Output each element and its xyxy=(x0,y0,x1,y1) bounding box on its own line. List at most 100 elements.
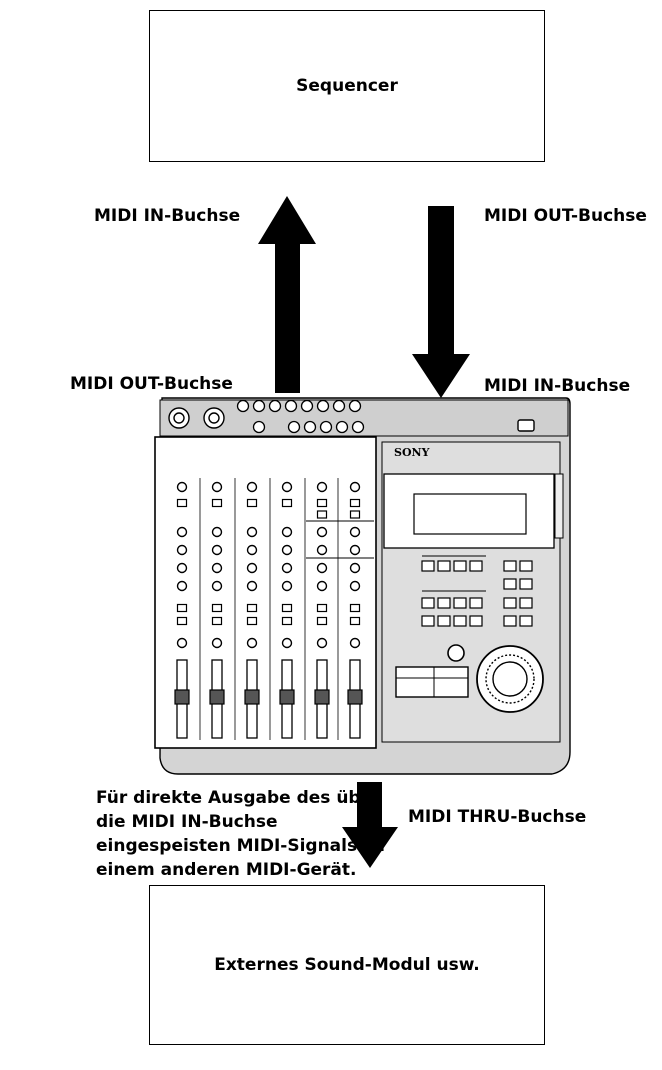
channel-knob xyxy=(349,544,361,556)
fader-cap xyxy=(174,689,190,705)
top-jack xyxy=(303,420,317,434)
panel-key xyxy=(519,615,533,627)
panel-key xyxy=(503,578,517,590)
channel-knob xyxy=(281,580,293,592)
channel-key xyxy=(211,498,223,508)
channel-knob xyxy=(316,526,328,538)
channel-key xyxy=(281,603,293,613)
channel-key xyxy=(281,498,293,508)
channel-knob xyxy=(211,481,223,493)
channel-knob xyxy=(211,580,223,592)
channel-knob xyxy=(349,637,361,649)
top-jack xyxy=(319,420,333,434)
panel-key xyxy=(421,597,435,609)
mixer-device xyxy=(154,397,571,775)
top-jack xyxy=(252,399,266,413)
top-jack xyxy=(252,420,266,434)
arrow-down-out-to-in xyxy=(412,206,470,398)
sequencer-label: Sequencer xyxy=(296,76,398,96)
label-sequencer-midi-in: MIDI IN-Buchse xyxy=(94,206,241,226)
channel-knob xyxy=(281,526,293,538)
top-jack xyxy=(284,399,298,413)
channel-knob xyxy=(281,544,293,556)
panel-key xyxy=(437,560,451,572)
top-jack xyxy=(236,399,250,413)
label-midi-thru: MIDI THRU-Buchse xyxy=(408,807,587,827)
fader-cap xyxy=(314,689,330,705)
arrow-down-thru xyxy=(342,782,398,868)
label-device-midi-in: MIDI IN-Buchse xyxy=(484,376,631,396)
channel-knob xyxy=(281,637,293,649)
channel-key xyxy=(176,498,188,508)
channel-knob xyxy=(211,544,223,556)
channel-knob xyxy=(211,526,223,538)
panel-key xyxy=(503,597,517,609)
channel-key xyxy=(316,498,328,508)
arrow-up-out-to-in xyxy=(258,196,316,393)
channel-knob xyxy=(176,637,188,649)
channel-knob xyxy=(246,544,258,556)
fader-cap xyxy=(279,689,295,705)
channel-knob xyxy=(176,526,188,538)
channel-knob xyxy=(176,544,188,556)
top-jack xyxy=(268,399,282,413)
channel-knob xyxy=(211,637,223,649)
panel-key xyxy=(437,615,451,627)
panel-key xyxy=(469,615,483,627)
panel-key xyxy=(519,578,533,590)
panel-key xyxy=(503,560,517,572)
thru-description-line: die MIDI IN-Buchse xyxy=(96,812,278,832)
thru-description-line: Für direkte Ausgabe des über xyxy=(96,788,381,808)
panel-key xyxy=(469,597,483,609)
label-sequencer-midi-out: MIDI OUT-Buchse xyxy=(484,206,647,226)
channel-key xyxy=(211,603,223,613)
channel-knob xyxy=(246,562,258,574)
thru-description-line: einem anderen MIDI-Gerät. xyxy=(96,860,357,880)
channel-key xyxy=(316,616,328,626)
top-jack xyxy=(348,399,362,413)
channel-knob xyxy=(246,481,258,493)
channel-key xyxy=(176,616,188,626)
top-jack xyxy=(351,420,365,434)
sequencer-box: Sequencer xyxy=(149,10,545,162)
panel-key xyxy=(519,560,533,572)
panel-key xyxy=(421,615,435,627)
sound-module-label: Externes Sound-Modul usw. xyxy=(214,955,480,975)
channel-key xyxy=(281,616,293,626)
panel-key xyxy=(453,560,467,572)
top-jack xyxy=(287,420,301,434)
top-jack xyxy=(300,399,314,413)
channel-knob xyxy=(211,562,223,574)
device-brand-logo: SONY xyxy=(394,446,430,459)
fader-cap xyxy=(209,689,225,705)
channel-knob xyxy=(316,481,328,493)
channel-key xyxy=(316,510,328,519)
channel-key xyxy=(349,498,361,508)
channel-knob xyxy=(176,481,188,493)
channel-key xyxy=(246,616,258,626)
panel-key xyxy=(519,597,533,609)
channel-key xyxy=(349,616,361,626)
channel-key xyxy=(211,616,223,626)
channel-key xyxy=(349,603,361,613)
channel-knob xyxy=(349,580,361,592)
channel-key xyxy=(316,603,328,613)
channel-key xyxy=(246,603,258,613)
sound-module-box: Externes Sound-Modul usw. xyxy=(149,885,545,1045)
channel-knob xyxy=(246,526,258,538)
top-jack xyxy=(335,420,349,434)
panel-key xyxy=(503,615,517,627)
top-jack xyxy=(332,399,346,413)
channel-knob xyxy=(316,637,328,649)
channel-knob xyxy=(316,544,328,556)
thru-description-line: eingespeisten MIDI-Signals zu xyxy=(96,836,386,856)
channel-knob xyxy=(246,637,258,649)
channel-key xyxy=(349,510,361,519)
panel-key xyxy=(453,597,467,609)
panel-key xyxy=(469,560,483,572)
thru-description: Für direkte Ausgabe des über die MIDI IN… xyxy=(96,786,385,882)
panel-key xyxy=(453,615,467,627)
panel-key xyxy=(437,597,451,609)
channel-knob xyxy=(349,481,361,493)
fader-cap xyxy=(347,689,363,705)
